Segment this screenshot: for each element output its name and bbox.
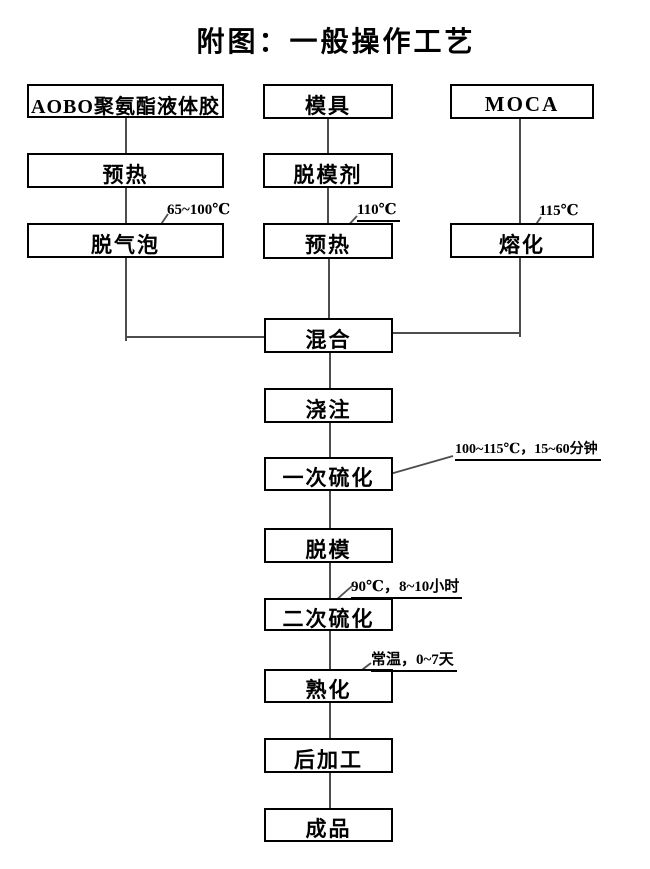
connector-aobo-preheat — [125, 118, 127, 153]
connector-degas-mix — [125, 336, 264, 338]
flow-box-mold: 模具 — [263, 84, 393, 119]
annotation-preheat-mold-temp: 110℃ — [357, 200, 400, 222]
flow-box-degas: 脱气泡 — [27, 223, 224, 258]
connector-mix-pour — [329, 353, 331, 388]
connector-cure2-mature — [329, 631, 331, 669]
flow-box-mix: 混合 — [264, 318, 393, 353]
annotation-melt-temp: 115℃ — [539, 203, 579, 219]
connector-preheat-mix — [328, 259, 330, 318]
diagram-title: 附图：一般操作工艺 — [196, 27, 476, 58]
annotation-degas-temp: 65~100℃ — [167, 202, 231, 218]
connector-post-finished — [329, 773, 331, 808]
connector-degas-down — [125, 258, 127, 341]
connector-moca-melt — [519, 119, 521, 223]
connector-demold-cure2 — [329, 563, 331, 598]
flow-box-pour: 浇注 — [264, 388, 393, 423]
flow-box-melt: 熔化 — [450, 223, 594, 258]
annotation-mature-condition: 常温，0~7天 — [371, 648, 457, 672]
annotation-second-cure-condition: 90℃，8~10小时 — [351, 575, 463, 599]
flow-box-aobo-polyurethane: AOBO聚氨酯液体胶 — [27, 84, 224, 118]
connector-cure1-demold — [329, 491, 331, 528]
flow-box-second-vulcanization: 二次硫化 — [264, 598, 393, 631]
connector-release-preheat — [327, 188, 329, 223]
connector-pour-cure1 — [329, 423, 331, 457]
flow-box-first-vulcanization: 一次硫化 — [264, 457, 393, 491]
flow-box-preheat-left: 预热 — [27, 153, 224, 188]
flow-box-moca: MOCA — [450, 84, 594, 119]
flow-box-preheat-mold: 预热 — [263, 223, 393, 259]
connector-preheat-degas — [125, 188, 127, 223]
flow-box-post-processing: 后加工 — [264, 738, 393, 773]
flow-box-demold: 脱模 — [264, 528, 393, 563]
connector-mold-release — [327, 119, 329, 153]
connector-melt-mix — [393, 332, 521, 334]
connector-melt-down — [519, 258, 521, 337]
annotation-first-cure-condition: 100~115℃，15~60分钟 — [455, 438, 601, 461]
connector-mature-post — [329, 703, 331, 738]
flow-box-maturation: 熟化 — [264, 669, 393, 703]
flow-box-finished-product: 成品 — [264, 808, 393, 842]
flow-box-release-agent: 脱模剂 — [263, 153, 393, 188]
